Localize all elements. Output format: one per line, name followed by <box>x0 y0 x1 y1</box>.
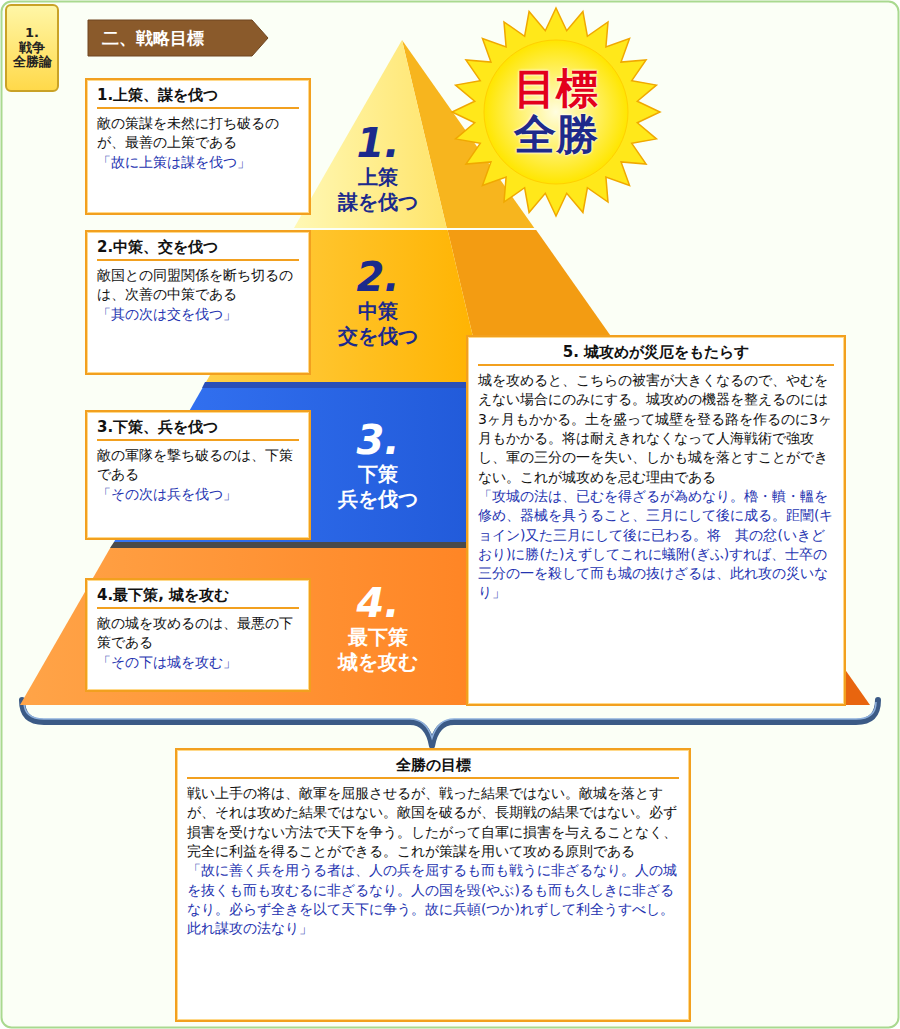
strategy-box: 2.中策、交を伐つ敵国との同盟関係を断ち切るのは、次善の中策である「其の次は交を… <box>85 230 311 375</box>
box-heading: 4.最下策, 城を攻む <box>97 586 299 609</box>
quote-text: 「其の次は交を伐つ」 <box>97 305 299 324</box>
text-group: 3.下策、兵を伐つ敵の軍隊を撃ち破るのは、下策である「その次は兵を伐つ」 <box>87 412 309 512</box>
summary-box: 全勝の目標戦い上手の将は、敵軍を屈服させるが、戦った結果ではない。敵城を落とすが… <box>175 748 691 1022</box>
strategy-box: 1.上策、謀を伐つ敵の策謀を未然に打ち破るのが、最善の上策である「故に上策は謀を… <box>85 78 311 215</box>
tier-number: 2. <box>323 255 433 299</box>
box-heading: 全勝の目標 <box>187 756 679 779</box>
star-center <box>484 40 628 184</box>
text-group: 1.上策 謀を伐つ <box>323 121 433 215</box>
text-group: 全勝の目標戦い上手の将は、敵軍を屈服させるが、戦った結果ではない。敵城を落とすが… <box>177 750 689 947</box>
body-text: 敵の城を攻めるのは、最悪の下策である <box>97 614 299 653</box>
tier-label: 中策 交を伐つ <box>323 299 433 349</box>
tier-number: 4. <box>323 581 433 625</box>
tier-label: 下策 兵を伐つ <box>323 462 433 512</box>
text-group: 2.中策 交を伐つ <box>323 255 433 349</box>
section-heading: 二、戦略目標 <box>102 20 204 56</box>
quote-text: 「故に善く兵を用うる者は、人の兵を屈するも而も戦うに非ざるなり。人の城を抜くも而… <box>187 861 679 938</box>
goal-word: 全勝 <box>514 112 598 158</box>
body-text: 敵の軍隊を撃ち破るのは、下策である <box>97 446 299 485</box>
brace <box>22 700 878 746</box>
text-group: 2.中策、交を伐つ敵国との同盟関係を断ち切るのは、次善の中策である「其の次は交を… <box>87 232 309 332</box>
tier-number: 1. <box>323 121 433 165</box>
quote-text: 「故に上策は謀を伐つ」 <box>97 153 299 172</box>
text-group: 1.上策、謀を伐つ敵の策謀を未然に打ち破るのが、最善の上策である「故に上策は謀を… <box>87 80 309 180</box>
quote-text: 「その下は城を攻む」 <box>97 653 299 672</box>
quote-text: 「その次は兵を伐つ」 <box>97 485 299 504</box>
goal-word: 目標 <box>514 66 598 112</box>
body-text: 敵の策謀を未然に打ち破るのが、最善の上策である <box>97 114 299 153</box>
body-text: 城を攻めると、こちらの被害が大きくなるので、やむをえない場合にのみにする。城攻め… <box>478 371 834 487</box>
tab-title: 戦争 全勝論 <box>11 41 53 71</box>
text-group: 3.下策 兵を伐つ <box>323 418 433 512</box>
strategy-box: 3.下策、兵を伐つ敵の軍隊を撃ち破るのは、下策である「その次は兵を伐つ」 <box>85 410 311 540</box>
tag-arrow <box>88 20 268 56</box>
text-group: 1.戦争 全勝論 <box>7 6 57 90</box>
text-group: 目標全勝 <box>446 2 666 222</box>
tier-front <box>294 40 447 228</box>
tab-number: 1. <box>25 26 39 41</box>
box-heading: 3.下策、兵を伐つ <box>97 418 299 441</box>
note-box: 5. 城攻めが災厄をもたらす城を攻めると、こちらの被害が大きくなるので、やむをえ… <box>466 335 846 706</box>
tier-label: 最下策 城を攻む <box>323 625 433 675</box>
starburst <box>452 8 660 216</box>
tier-number: 3. <box>323 418 433 462</box>
quote-text: 「攻城の法は、已むを得ざるが為めなり。櫓・轒・轀を修め、器械を具うること、三月に… <box>478 487 834 603</box>
box-heading: 1.上策、謀を伐つ <box>97 86 299 109</box>
strategy-box: 4.最下策, 城を攻む敵の城を攻めるのは、最悪の下策である「その下は城を攻む」 <box>85 578 311 692</box>
brace-highlight <box>24 702 876 738</box>
text-group: 4.最下策 城を攻む <box>323 581 433 675</box>
body-text: 戦い上手の将は、敵軍を屈服させるが、戦った結果ではない。敵城を落とすが、それは攻… <box>187 784 679 861</box>
text-group: 5. 城攻めが災厄をもたらす城を攻めると、こちらの被害が大きくなるので、やむをえ… <box>468 337 844 611</box>
box-heading: 2.中策、交を伐つ <box>97 238 299 261</box>
goal-starburst: 目標全勝 <box>446 2 666 222</box>
text-group: 4.最下策, 城を攻む敵の城を攻めるのは、最悪の下策である「その下は城を攻む」 <box>87 580 309 680</box>
body-text: 敵国との同盟関係を断ち切るのは、次善の中策である <box>97 266 299 305</box>
box-heading: 5. 城攻めが災厄をもたらす <box>478 343 834 366</box>
tier-label: 上策 謀を伐つ <box>323 165 433 215</box>
heading-tag: 二、戦略目標 <box>88 20 268 56</box>
section-tab: 1.戦争 全勝論 <box>5 4 59 92</box>
text-group: 二、戦略目標 <box>102 20 204 56</box>
